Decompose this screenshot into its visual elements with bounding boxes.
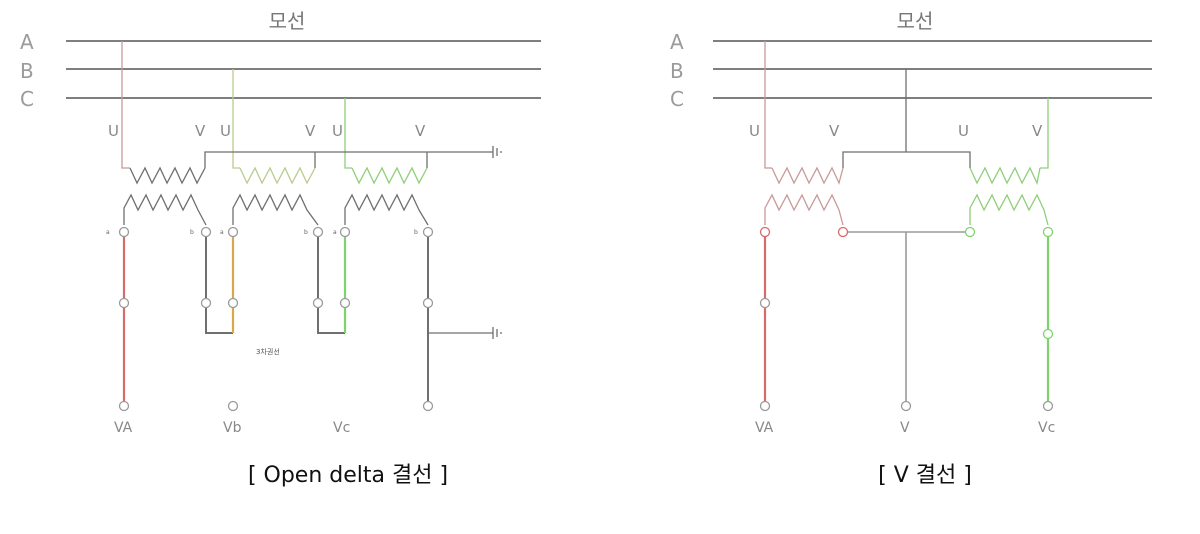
ground-icon [492, 146, 502, 158]
left-term-v2: V [305, 122, 316, 140]
left-output-vc: Vc [333, 420, 350, 436]
left-sec-b1: b [190, 229, 194, 236]
left-term-u1: U [108, 122, 119, 140]
right-bus-title: 모선 [897, 9, 934, 33]
left-primary-coil-3 [351, 166, 428, 185]
left-terminal-circles [118, 226, 434, 412]
left-term-v3: V [415, 122, 426, 140]
left-sec-b3: b [414, 229, 418, 236]
right-bus-label-b: B [670, 59, 684, 83]
left-secondary-coil-3 [344, 193, 429, 226]
left-lead-a [121, 41, 130, 169]
right-term-u2: U [958, 122, 969, 140]
left-term-u2: U [220, 122, 231, 140]
ground-icon [492, 327, 502, 339]
right-output-v: V [900, 420, 910, 436]
right-caption: [ V 결선 ] [878, 463, 972, 488]
right-terminal-circles [759, 226, 1054, 412]
left-output-va: VA [114, 420, 133, 436]
right-output-vc: Vc [1038, 420, 1055, 436]
left-caption: [ Open delta 결선 ] [248, 463, 448, 488]
left-primary-neutral [204, 151, 493, 168]
left-output-vb: Vb [223, 420, 242, 436]
left-primary-coil-2 [239, 166, 316, 185]
right-primary-common [842, 151, 971, 168]
v-connection-diagram: 모선 A B C U V U V [670, 9, 1152, 488]
left-sec-a2: a [220, 229, 224, 236]
left-term-v1: V [195, 122, 206, 140]
right-primary-coil-2 [969, 166, 1041, 186]
right-secondary-coil-1 [764, 193, 844, 226]
left-lead-c [344, 98, 352, 169]
left-primary-coil-1 [129, 166, 206, 185]
left-wire-b1 [205, 232, 233, 334]
left-bus-title: 모선 [269, 9, 306, 33]
right-term-u1: U [749, 122, 760, 140]
left-lead-b [232, 69, 240, 169]
right-term-v2: V [1032, 122, 1043, 140]
right-bus-label-a: A [670, 30, 684, 54]
right-term-v1: V [829, 122, 840, 140]
left-sec-a1: a [106, 229, 110, 236]
left-sec-a3: a [333, 229, 337, 236]
open-delta-diagram: 모선 A B C U V U V U V [20, 9, 541, 488]
left-bus-label-c: C [20, 87, 34, 111]
right-lead-c [1040, 98, 1049, 169]
left-secondary-coil-1 [123, 193, 207, 226]
left-wire-b2 [317, 232, 345, 334]
left-bus-label-b: B [20, 59, 34, 83]
right-bus-label-c: C [670, 87, 684, 111]
left-secondary-coil-2 [232, 193, 319, 226]
right-secondary-coil-2 [969, 193, 1049, 226]
left-sec-b2: b [304, 229, 308, 236]
right-output-va: VA [755, 420, 774, 436]
right-primary-coil-1 [771, 166, 844, 185]
left-term-u3: U [332, 122, 343, 140]
right-lead-a [764, 41, 772, 169]
left-tertiary-label: 3차권선 [256, 347, 280, 356]
left-bus-label-a: A [20, 30, 34, 54]
